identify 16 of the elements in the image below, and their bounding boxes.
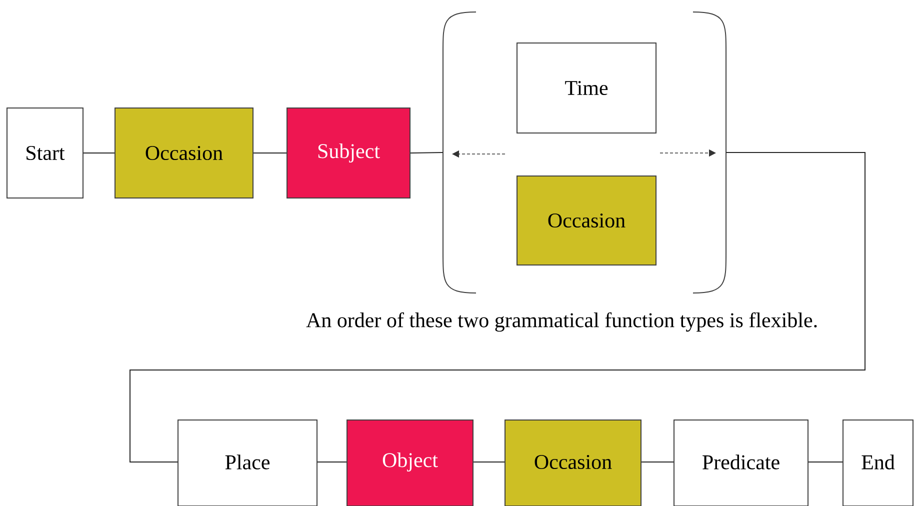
- process-box: Predicate: [674, 420, 808, 506]
- node-label: An order of these two grammatical function types is flexible.: [306, 312, 817, 332]
- process-box: Subject: [286, 108, 410, 198]
- end-box: End: [842, 420, 914, 506]
- connector-line: [83, 152, 115, 154]
- start-box: Start: [6, 108, 84, 198]
- bracket: [442, 12, 726, 294]
- process-box: Object: [346, 420, 474, 506]
- process-box: Occasion: [516, 176, 656, 266]
- process-box: Place: [178, 420, 318, 506]
- connector-line: [130, 152, 866, 462]
- process-box: Time: [516, 42, 656, 134]
- process-box: Occasion: [504, 420, 642, 506]
- connector-line: [253, 152, 287, 154]
- process-box: Occasion: [114, 108, 254, 198]
- connector-line: [410, 152, 444, 154]
